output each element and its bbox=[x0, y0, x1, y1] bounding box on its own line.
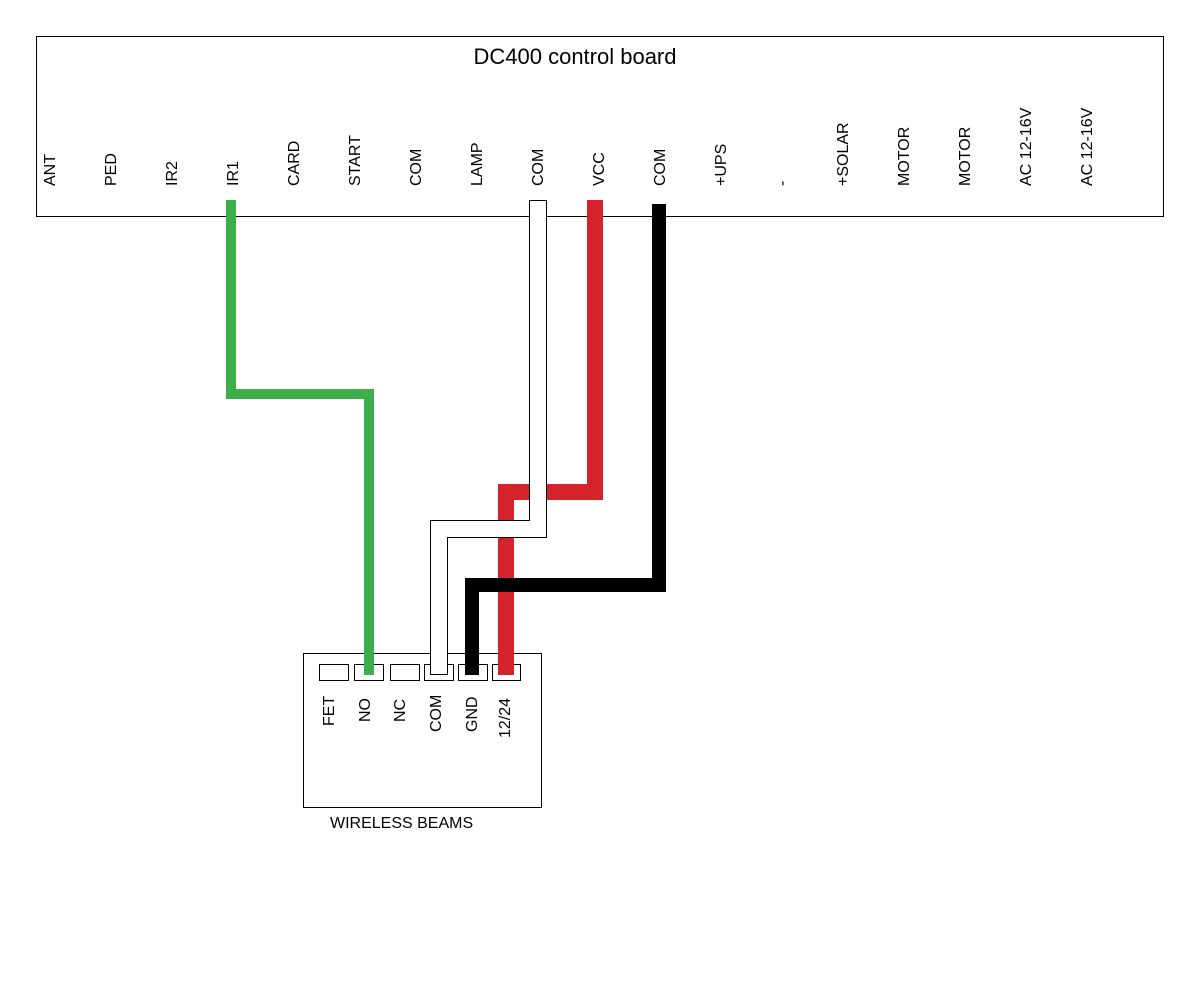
beam-terminal-gnd: GND bbox=[464, 696, 481, 732]
wire-com-to-gnd bbox=[465, 204, 666, 675]
wireless-beams-label: WIRELESS BEAMS bbox=[330, 815, 473, 832]
board-terminal-ac-1: AC 12-16V bbox=[1018, 107, 1035, 186]
board-terminal-com-3: COM bbox=[652, 149, 669, 186]
board-terminal-ups: +UPS bbox=[713, 144, 730, 186]
beam-terminal-com: COM bbox=[428, 695, 445, 732]
wire-com-to-com bbox=[430, 200, 547, 675]
beam-terminal-fet: FET bbox=[321, 696, 338, 726]
board-terminal-motor-2: MOTOR bbox=[957, 127, 974, 186]
board-terminal-card: CARD bbox=[286, 141, 303, 186]
beam-terminal-no: NO bbox=[357, 698, 374, 722]
beam-terminals: FET NO NC COM GND 12/24 bbox=[321, 695, 514, 738]
board-terminal-ped: PED bbox=[103, 153, 120, 186]
beam-terminal-12-24: 12/24 bbox=[497, 698, 514, 738]
board-terminal-minus: - bbox=[774, 181, 791, 186]
board-terminal-com-2: COM bbox=[530, 149, 547, 186]
board-terminal-start: START bbox=[347, 135, 364, 186]
board-terminal-vcc: VCC bbox=[591, 152, 608, 186]
board-terminal-ant: ANT bbox=[42, 154, 59, 186]
beam-pin-nc bbox=[390, 664, 420, 681]
board-terminal-ac-2: AC 12-16V bbox=[1079, 107, 1096, 186]
wire-vcc-to-12-24 bbox=[498, 200, 603, 675]
board-terminal-com-1: COM bbox=[408, 149, 425, 186]
board-terminals: ANT PED IR2 IR1 CARD START COM LAMP COM … bbox=[42, 107, 1096, 186]
control-board bbox=[36, 36, 1164, 217]
board-terminal-lamp: LAMP bbox=[469, 142, 486, 186]
board-terminal-ir2: IR2 bbox=[164, 161, 181, 186]
board-terminal-ir1: IR1 bbox=[225, 161, 242, 186]
wires bbox=[226, 200, 666, 675]
board-terminal-solar: +SOLAR bbox=[835, 122, 852, 186]
beam-pin-fet bbox=[319, 664, 349, 681]
board-terminal-motor-1: MOTOR bbox=[896, 127, 913, 186]
board-title: DC400 control board bbox=[473, 44, 676, 69]
beam-terminal-nc: NC bbox=[392, 699, 409, 722]
wire-ir1-to-no bbox=[226, 200, 374, 675]
